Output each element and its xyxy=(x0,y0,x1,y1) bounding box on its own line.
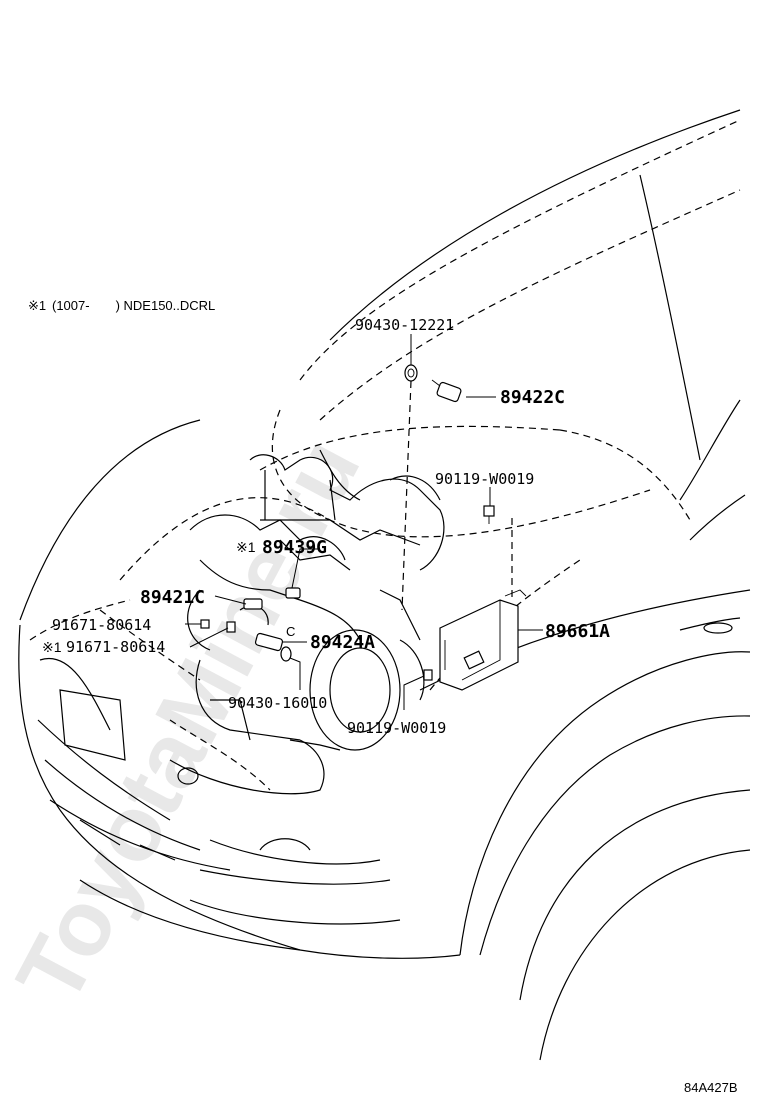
applicability-note: (1007- ) NDE150..DCRL xyxy=(52,298,215,313)
bolt-icon xyxy=(200,619,210,629)
bolt-icon xyxy=(423,669,433,681)
prefix-89424a: C xyxy=(286,624,295,639)
gasket-icon xyxy=(280,646,292,662)
part-label-89424a[interactable]: 89424A xyxy=(310,632,375,653)
watermark: ToyotaMine.ru xyxy=(0,422,380,1019)
part-label-90430-12221[interactable]: 90430-12221 xyxy=(355,316,454,334)
bolt-icon xyxy=(483,505,495,524)
part-label-90430-16010[interactable]: 90430-16010 xyxy=(228,694,327,712)
part-label-90119-w0019-upper[interactable]: 90119-W0019 xyxy=(435,470,534,488)
applicability-note-marker: ※1 xyxy=(28,298,46,313)
part-label-91671-80614[interactable]: 91671-80614 xyxy=(52,616,151,634)
marker-89439g: ※1 xyxy=(236,539,256,555)
part-label-91671-80614-alt[interactable]: 91671-80614 xyxy=(66,638,165,656)
sensor-89422c-icon xyxy=(431,379,462,403)
sensor-89439g-icon xyxy=(285,587,301,599)
ecu-89661a-icon xyxy=(439,589,527,691)
part-label-89422c[interactable]: 89422C xyxy=(500,387,565,408)
part-label-89661a[interactable]: 89661A xyxy=(545,621,610,642)
part-label-89439g[interactable]: 89439G xyxy=(262,537,327,558)
marker-91671-80614: ※1 xyxy=(42,639,62,655)
sensor-89424a-icon xyxy=(254,632,284,652)
diagram-code: 84A427B xyxy=(684,1080,738,1095)
bolt-icon xyxy=(226,621,236,633)
part-label-89421c[interactable]: 89421C xyxy=(140,587,205,608)
part-label-90119-w0019-lower[interactable]: 90119-W0019 xyxy=(347,719,446,737)
sensor-89421c-icon xyxy=(243,598,263,610)
gasket-icon xyxy=(404,364,418,382)
engine-block-sketch xyxy=(187,449,445,751)
leader-lines xyxy=(185,334,543,710)
